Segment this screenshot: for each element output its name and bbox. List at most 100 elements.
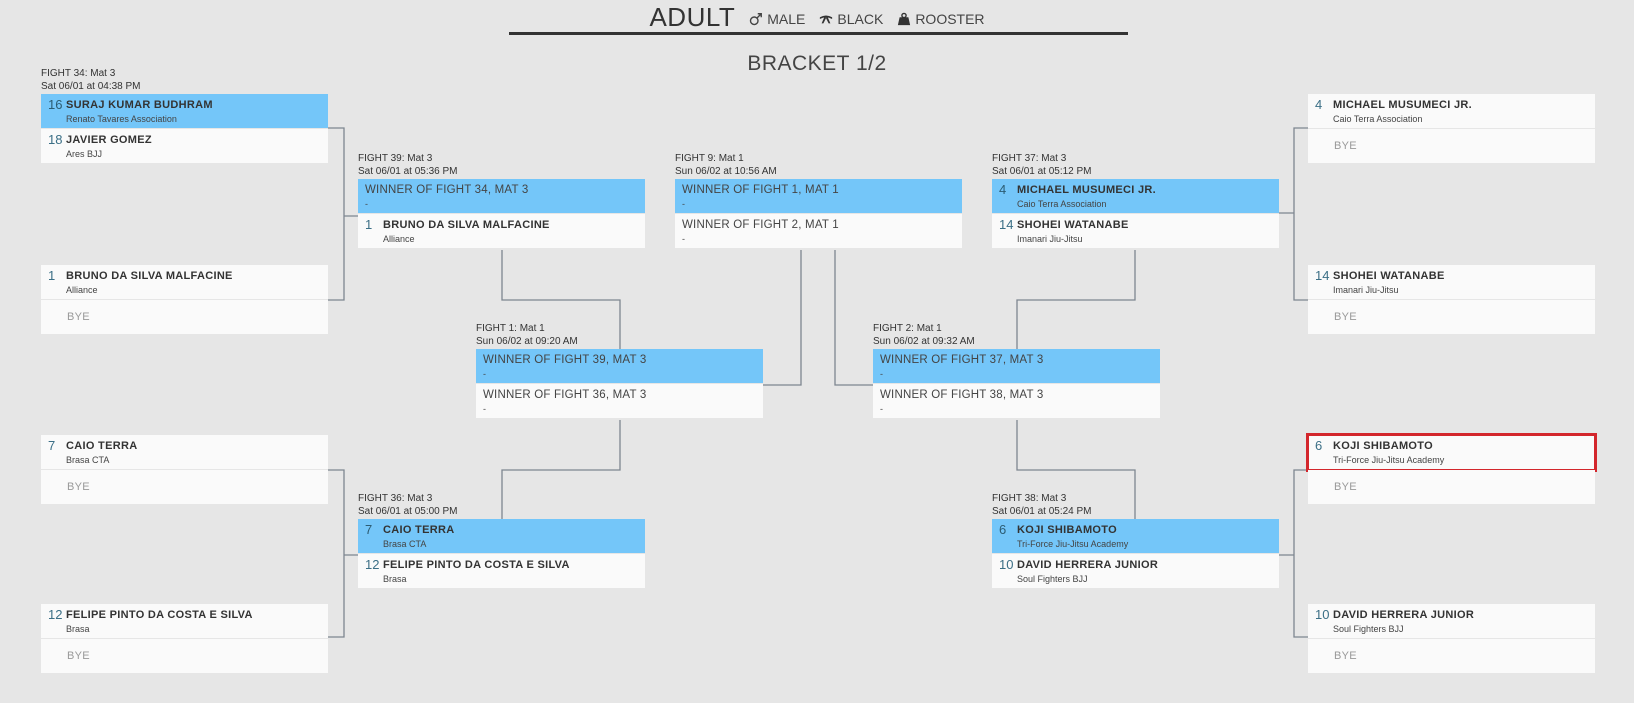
- bye-label: BYE: [67, 311, 90, 323]
- competitor-name: DAVID HERRERA JUNIOR: [1017, 559, 1159, 571]
- division-title: ADULT: [649, 2, 736, 32]
- fight-time: Sat 06/01 at 05:24 PM: [992, 506, 1092, 517]
- competitor-team: Brasa: [383, 574, 407, 584]
- competitor-name: CAIO TERRA: [383, 524, 455, 536]
- fight-info: FIGHT 38: Mat 3 Sat 06/01 at 05:24 PM: [992, 492, 1092, 519]
- seed-number: 18: [48, 132, 63, 147]
- competitor-team: Imanari Jiu-Jitsu: [1333, 285, 1399, 295]
- pending-competitor-slot[interactable]: WINNER OF FIGHT 39, MAT 3-: [476, 349, 763, 384]
- pending-label: WINNER OF FIGHT 39, MAT 3: [483, 354, 647, 366]
- seed-number: 12: [365, 557, 380, 572]
- competitor-name: FELIPE PINTO DA COSTA E SILVA: [383, 559, 570, 571]
- bye-label: BYE: [1334, 650, 1357, 662]
- fight-number: FIGHT 37: Mat 3: [992, 153, 1067, 164]
- pending-competitor-slot[interactable]: WINNER OF FIGHT 2, MAT 1-: [675, 214, 962, 249]
- fight-time: Sat 06/01 at 05:00 PM: [358, 506, 458, 517]
- fight-number: FIGHT 1: Mat 1: [476, 323, 545, 334]
- bye-slot[interactable]: BYE: [1308, 300, 1595, 335]
- bye-slot[interactable]: BYE: [41, 470, 328, 505]
- competitor-team: Renato Tavares Association: [66, 114, 177, 124]
- header-divider: [509, 32, 1128, 35]
- pending-competitor-slot[interactable]: WINNER OF FIGHT 36, MAT 3-: [476, 384, 763, 419]
- competitor-slot[interactable]: 1 BRUNO DA SILVA MALFACINE Alliance: [358, 214, 645, 249]
- seed-number: 1: [365, 217, 373, 232]
- competitor-team: Alliance: [383, 234, 415, 244]
- fight-time: Sun 06/02 at 09:20 AM: [476, 336, 578, 347]
- competitor-team: Soul Fighters BJJ: [1017, 574, 1088, 584]
- pending-team: -: [682, 234, 685, 244]
- seed-number: 4: [1315, 97, 1323, 112]
- bye-slot[interactable]: BYE: [41, 639, 328, 674]
- competitor-team: Imanari Jiu-Jitsu: [1017, 234, 1083, 244]
- weight-label: ROOSTER: [915, 11, 985, 27]
- pending-label: WINNER OF FIGHT 34, MAT 3: [365, 184, 529, 196]
- fight-number: FIGHT 9: Mat 1: [675, 153, 744, 164]
- pending-competitor-slot[interactable]: WINNER OF FIGHT 38, MAT 3 -: [873, 384, 1160, 419]
- gender-label: MALE: [767, 11, 806, 27]
- match-fight-1[interactable]: FIGHT 1: Mat 1 Sun 06/02 at 09:20 AM WINNE…: [476, 323, 763, 419]
- competitor-team: Soul Fighters BJJ: [1333, 624, 1404, 634]
- bye-slot[interactable]: BYE: [1308, 639, 1595, 674]
- bye-slot[interactable]: BYE: [1308, 470, 1595, 505]
- pending-team: -: [682, 199, 685, 209]
- competitor-name: SHOHEI WATANABE: [1017, 219, 1129, 231]
- pending-competitor-slot[interactable]: WINNER OF FIGHT 1, MAT 1-: [675, 179, 962, 214]
- pending-competitor-slot[interactable]: WINNER OF FIGHT 37, MAT 3-: [873, 349, 1160, 384]
- fight-info: FIGHT 1: Mat 1 Sun 06/02 at 09:20 AM: [476, 322, 578, 349]
- competitor-name: BRUNO DA SILVA MALFACINE: [383, 219, 550, 231]
- fight-number: FIGHT 39: Mat 3: [358, 153, 433, 164]
- belt-label: BLACK: [837, 11, 884, 27]
- pending-label: WINNER OF FIGHT 38, MAT 3: [880, 389, 1044, 401]
- bye-slot[interactable]: BYE: [1308, 129, 1595, 164]
- connector-line: [328, 127, 358, 301]
- fight-number: FIGHT 38: Mat 3: [992, 493, 1067, 504]
- competitor-name: FELIPE PINTO DA COSTA E SILVA: [66, 609, 253, 621]
- weight-tag: ROOSTER: [897, 11, 985, 27]
- connector-line: [501, 420, 621, 520]
- pending-team: -: [880, 404, 883, 414]
- competitor-team: Brasa: [66, 624, 90, 634]
- fight-number: FIGHT 36: Mat 3: [358, 493, 433, 504]
- competitor-team: Brasa CTA: [383, 539, 427, 549]
- seed-number: 16: [48, 97, 63, 112]
- bracket-header: ADULT MALE BLACK ROOSTER: [0, 0, 1634, 40]
- bye-slot[interactable]: BYE: [41, 300, 328, 335]
- bye-label: BYE: [67, 481, 90, 493]
- seed-number: 6: [1315, 438, 1323, 453]
- competitor-name: SURAJ KUMAR BUDHRAM: [66, 99, 213, 111]
- pending-competitor-slot[interactable]: WINNER OF FIGHT 34, MAT 3-: [358, 179, 645, 214]
- connector-line: [763, 250, 802, 386]
